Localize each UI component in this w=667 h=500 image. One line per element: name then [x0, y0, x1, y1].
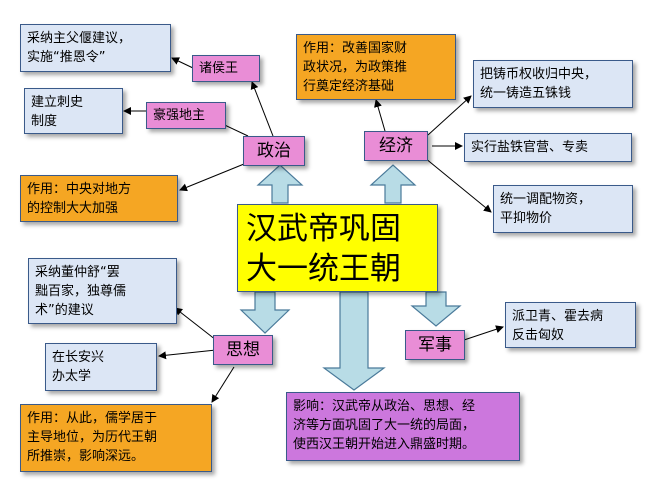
block-arrow-influence: [322, 291, 386, 391]
economy-goods-box: 统一调配物资， 平抑物价: [493, 185, 633, 233]
category-military: 军事: [405, 330, 465, 360]
category-thought: 思想: [213, 335, 273, 365]
politics-tuienling-box: 采纳主父偃建议， 实施“推恩令”: [20, 24, 171, 72]
economy-coin-line2: 统一铸造五铢钱: [480, 86, 572, 101]
center-title-line1: 汉武帝巩固: [246, 211, 401, 247]
economy-goods-line1: 统一调配物资，: [500, 192, 592, 207]
politics-cishi-box: 建立刺史 制度: [24, 88, 123, 134]
military-generals-line1: 派卫青、霍去病: [512, 309, 604, 324]
arrow-economy-to-coin: [427, 95, 472, 136]
thought-dong-line1: 采纳董仲舒“罢: [35, 265, 120, 280]
arrow-economy-to-effect: [374, 99, 386, 132]
thought-effect-box: 作用：从此，儒学居于 主导地位，为历代王朝 所推崇，影响深远。: [20, 404, 212, 472]
arrow-military-to-generals: [460, 325, 504, 342]
politics-effect-box: 作用：中央对地方 的控制大大加强: [20, 175, 178, 222]
influence-line2: 济等方面巩固了大一统的局面，: [293, 418, 476, 433]
category-politics: 政治: [243, 136, 305, 166]
arrow-politics-to-zhuhou: [250, 81, 274, 137]
thought-taixue-box: 在长安兴 办太学: [45, 343, 157, 391]
thought-effect-line3: 所推崇，影响深远。: [27, 449, 145, 464]
economy-effect-line2: 政状况，为政策推: [303, 60, 408, 75]
influence-line1: 影响：汉武帝从政治、思想、经: [293, 399, 476, 414]
thought-dong-line3: 术”的建议: [35, 303, 94, 318]
politics-cishi-line1: 建立刺史: [31, 95, 84, 110]
arrow-thought-to-taixue: [158, 349, 217, 360]
economy-effect-line1: 作用：改善国家财: [303, 41, 408, 56]
thought-dong-box: 采纳董仲舒“罢 黜百家，独尊儒 术”的建议: [28, 258, 177, 324]
arrow-economy-to-goods: [424, 157, 492, 213]
block-arrow-politics: [256, 164, 304, 204]
center-title-line2: 大一统王朝: [246, 251, 401, 287]
economy-coin-line1: 把铸币权收归中央，: [480, 67, 598, 82]
politics-tuienling-line1: 采纳主父偃建议，: [27, 31, 132, 46]
arrow-thought-to-dong: [174, 307, 217, 341]
politics-effect-line1: 作用：中央对地方: [27, 182, 132, 197]
economy-effect-line3: 行奠定经济基础: [303, 79, 395, 94]
economy-coin-box: 把铸币权收归中央， 统一铸造五铢钱: [473, 60, 633, 108]
block-arrow-thought: [239, 291, 291, 334]
influence-box: 影响：汉武帝从政治、思想、经 济等方面巩固了大一统的局面， 使西汉王朝开始进入鼎…: [286, 392, 520, 461]
influence-line3: 使西汉王朝开始进入鼎盛时期。: [293, 437, 476, 452]
thought-effect-line1: 作用：从此，儒学居于: [27, 411, 158, 426]
thought-effect-line2: 主导地位，为历代王朝: [27, 430, 158, 445]
military-generals-line2: 反击匈奴: [512, 328, 565, 343]
thought-taixue-line2: 办太学: [52, 369, 92, 384]
arrow-thought-to-effect: [211, 366, 235, 403]
center-title-box: 汉武帝巩固 大一统王朝: [237, 204, 438, 292]
block-arrow-economy: [369, 164, 417, 204]
politics-haoqiang-box: 豪强地主: [146, 102, 226, 129]
thought-taixue-line1: 在长安兴: [52, 350, 105, 365]
category-economy: 经济: [364, 131, 428, 161]
thought-dong-line2: 黜百家，独尊儒: [35, 284, 127, 299]
economy-effect-box: 作用：改善国家财 政状况，为政策推 行奠定经济基础: [296, 34, 456, 100]
politics-cishi-line2: 制度: [31, 114, 58, 129]
military-generals-box: 派卫青、霍去病 反击匈奴: [505, 302, 636, 348]
politics-tuienling-line2: 实施“推恩令”: [27, 50, 106, 65]
politics-zhuhou-box: 诸侯王: [192, 55, 260, 82]
block-arrow-military: [410, 291, 462, 327]
politics-effect-line2: 的控制大大加强: [27, 201, 119, 216]
economy-salt-iron-box: 实行盐铁官营、专卖: [464, 133, 632, 162]
arrow-politics-to-effect: [179, 163, 245, 192]
economy-goods-line2: 平抑物价: [500, 211, 553, 226]
arrow-zhuhou-to-tuienling: [171, 57, 194, 69]
